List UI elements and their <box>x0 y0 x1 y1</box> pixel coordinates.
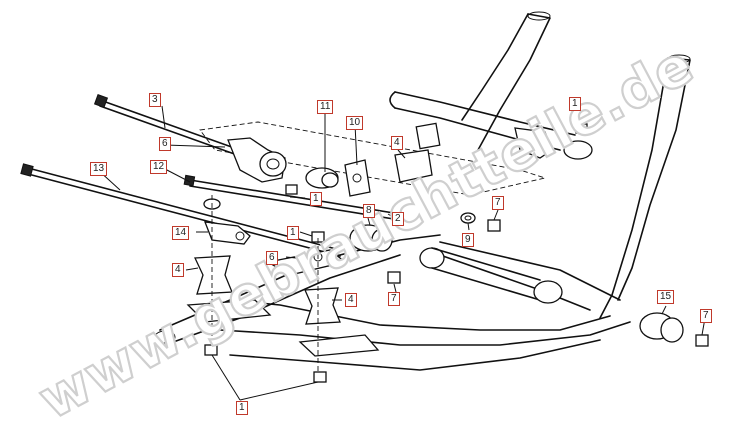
callout-9: 9 <box>462 233 474 247</box>
callout-2: 2 <box>392 212 404 226</box>
mounting-plate-outline <box>199 121 547 196</box>
long-bolt-13 <box>20 163 341 257</box>
long-bolt-3 <box>93 93 241 157</box>
callout-4-upper: 4 <box>391 136 403 150</box>
callout-1-nut-mid: 1 <box>287 226 299 240</box>
bushing-11 <box>305 167 339 189</box>
rubber-bushing-15 <box>639 312 684 343</box>
callout-13: 13 <box>90 162 108 176</box>
callout-7-lower: 7 <box>388 292 400 306</box>
callout-4-lower: 4 <box>345 293 357 307</box>
callout-15: 15 <box>657 290 675 304</box>
cap-7-right <box>695 334 709 347</box>
rubber-mount-4-upper <box>394 122 441 183</box>
cap-7-lower <box>387 271 401 284</box>
bracket-6-upper <box>227 137 287 183</box>
frame-tube-middle <box>461 11 551 151</box>
bracket-6-lower <box>266 249 347 276</box>
cap-7-mid <box>487 219 501 232</box>
frame-side-tube <box>419 247 563 304</box>
nut-1-left <box>285 184 298 195</box>
nut-1-bottom-b <box>313 371 327 383</box>
callout-3: 3 <box>149 93 161 107</box>
callout-6-upper: 6 <box>159 137 171 151</box>
callout-8: 8 <box>363 204 375 218</box>
callout-14: 14 <box>172 226 190 240</box>
bracket-top-right <box>514 127 593 160</box>
callout-7-mid: 7 <box>492 196 504 210</box>
washer-9 <box>460 212 476 224</box>
callout-1-bottom: 1 <box>236 401 248 415</box>
bracket-14 <box>204 221 251 245</box>
lower-bracket-right <box>298 334 380 357</box>
callout-7-right: 7 <box>700 309 712 323</box>
callout-6-lower: 6 <box>266 251 278 265</box>
callout-1-nut-left: 1 <box>310 192 322 206</box>
leader-lines <box>97 105 706 401</box>
rubber-bushing-8 <box>349 224 393 252</box>
nut-1-right <box>575 123 588 134</box>
lower-bracket-left <box>186 299 272 323</box>
bracket-10 <box>344 159 371 197</box>
callout-11: 11 <box>317 100 334 114</box>
frame-tube-right <box>599 54 691 319</box>
callout-1-top-right: 1 <box>569 97 581 111</box>
nut-1-bottom-a <box>204 344 218 356</box>
callout-4-left: 4 <box>172 263 184 277</box>
rubber-mount-4-left <box>194 255 233 295</box>
callout-10: 10 <box>346 116 364 130</box>
callout-12: 12 <box>150 160 168 174</box>
rubber-mount-4-lower <box>304 287 341 325</box>
